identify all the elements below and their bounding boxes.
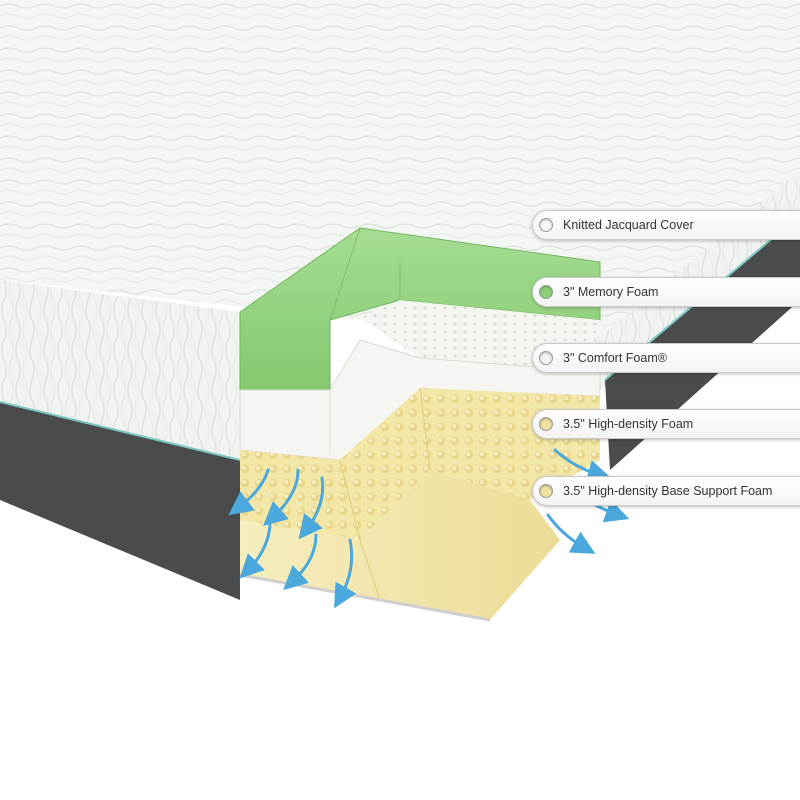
white-circle-icon: [539, 218, 553, 232]
airflow-arrow-icon: [546, 513, 596, 554]
high-density-foam-layer: [240, 388, 600, 540]
green-circle-icon: [539, 285, 553, 299]
callout-label: 3" Comfort Foam®: [563, 351, 667, 365]
grey-band-left: [0, 402, 240, 600]
airflow-arrow-icon: [239, 523, 272, 579]
airflow-arrow-icon: [334, 538, 357, 609]
yellow-circle-icon: [539, 484, 553, 498]
callout-base-support-foam: 3.5" High-density Base Support Foam: [532, 476, 800, 506]
callout-high-density-foam: 3.5" High-density Foam: [532, 409, 800, 439]
callout-label: Knitted Jacquard Cover: [563, 218, 694, 232]
airflow-arrow-icon: [228, 468, 270, 516]
callout-label: 3.5" High-density Base Support Foam: [563, 484, 773, 498]
white-circle-icon: [539, 351, 553, 365]
airflow-arrow-icon: [263, 468, 300, 526]
callout-knitted-jacquard-cover: Knitted Jacquard Cover: [532, 210, 800, 240]
callout-memory-foam: 3" Memory Foam: [532, 277, 800, 307]
airflow-arrow-icon: [283, 533, 318, 591]
airflow-arrow-icon: [298, 476, 325, 540]
callout-label: 3" Memory Foam: [563, 285, 659, 299]
airflow-arrow-icon: [553, 448, 612, 484]
callout-label: 3.5" High-density Foam: [563, 417, 694, 431]
callout-comfort-foam: 3" Comfort Foam®: [532, 343, 800, 373]
base-support-foam-layer: [240, 470, 560, 620]
mattress-top-surface: [0, 0, 800, 345]
yellow-circle-icon: [539, 417, 553, 431]
